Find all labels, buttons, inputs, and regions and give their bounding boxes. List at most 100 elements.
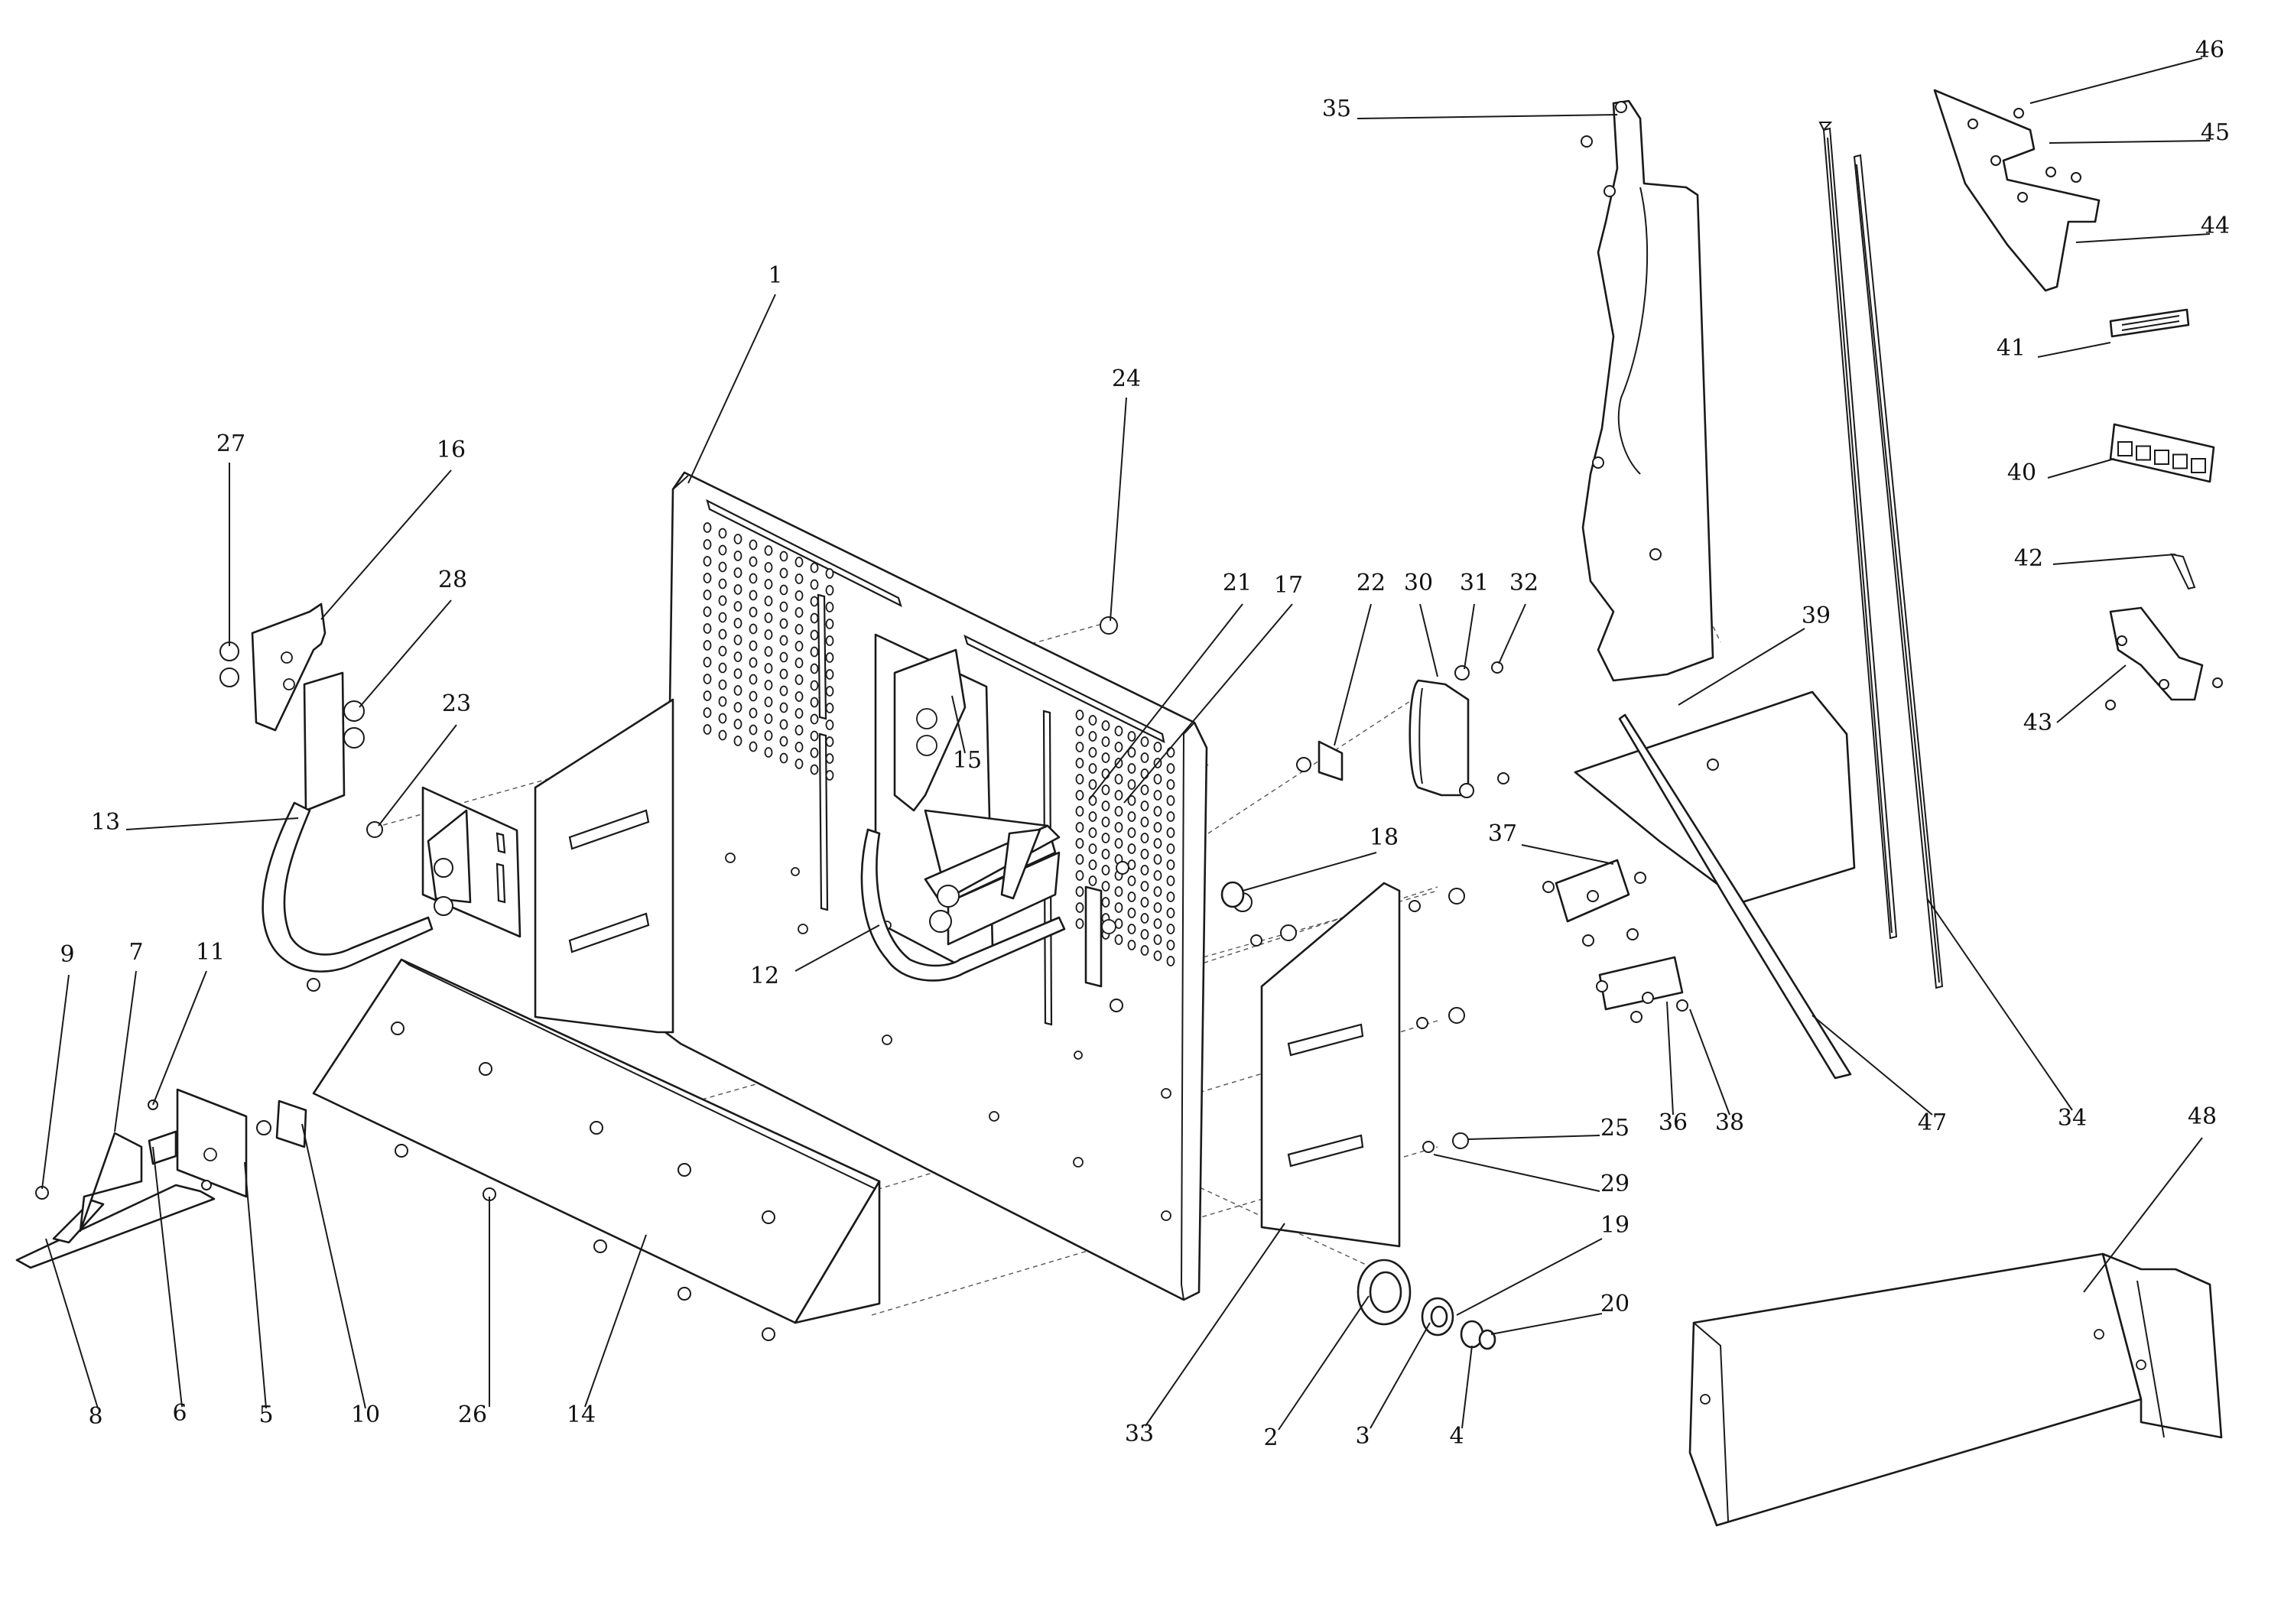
vent-hole bbox=[1127, 924, 1136, 934]
vent-hole bbox=[1140, 865, 1149, 875]
vent-hole bbox=[703, 590, 712, 600]
vent-hole bbox=[810, 663, 819, 674]
vent-hole bbox=[779, 651, 788, 663]
leader-line-20 bbox=[1490, 1313, 1603, 1335]
vent-hole bbox=[1127, 875, 1136, 886]
callout-22: 22 bbox=[1357, 570, 1386, 596]
vent-hole bbox=[1166, 811, 1175, 822]
leader-line-44 bbox=[2075, 233, 2211, 243]
callout-30: 30 bbox=[1404, 570, 1433, 596]
vent-hole bbox=[825, 585, 834, 596]
vent-hole bbox=[749, 674, 758, 685]
vent-hole bbox=[718, 645, 727, 657]
leader-line-8 bbox=[45, 1238, 99, 1409]
vent-hole bbox=[749, 724, 758, 736]
vent-hole bbox=[1088, 843, 1097, 854]
vent-hole bbox=[733, 736, 742, 746]
fasteners-18-25-29 bbox=[1110, 861, 1469, 1153]
callout-41: 41 bbox=[1997, 335, 2026, 362]
vent-hole bbox=[1140, 833, 1149, 843]
leader-line-16 bbox=[320, 469, 452, 620]
vent-hole bbox=[718, 729, 727, 741]
vent-hole bbox=[1166, 843, 1175, 854]
callout-32: 32 bbox=[1509, 570, 1539, 596]
vent-hole bbox=[1101, 881, 1110, 892]
vent-hole bbox=[779, 736, 788, 747]
vent-hole bbox=[703, 573, 712, 583]
vent-hole bbox=[718, 628, 727, 640]
callout-26: 26 bbox=[458, 1402, 487, 1428]
vent-hole bbox=[1088, 747, 1097, 758]
vent-hole bbox=[810, 764, 819, 775]
callout-45: 45 bbox=[2201, 119, 2230, 146]
vent-hole bbox=[703, 556, 712, 567]
callout-5: 5 bbox=[258, 1402, 273, 1428]
vent-hole bbox=[1127, 731, 1136, 742]
vent-hole bbox=[1075, 758, 1084, 768]
vent-hole bbox=[1140, 768, 1149, 779]
part-47-flap bbox=[1574, 690, 1856, 1080]
callout-37: 37 bbox=[1488, 820, 1517, 847]
vent-hole bbox=[1114, 886, 1123, 897]
part-13-left-handle bbox=[251, 603, 522, 973]
vent-hole bbox=[1075, 806, 1084, 817]
leader-line-12 bbox=[794, 924, 880, 972]
vent-hole bbox=[1075, 710, 1084, 720]
part-48-tray bbox=[1688, 1252, 2223, 1527]
callout-28: 28 bbox=[438, 567, 467, 593]
vent-hole bbox=[1101, 865, 1110, 875]
callout-9: 9 bbox=[60, 941, 74, 968]
vent-hole bbox=[810, 713, 819, 725]
vent-hole bbox=[1088, 715, 1097, 726]
vent-hole bbox=[718, 713, 727, 724]
vent-hole bbox=[794, 557, 804, 567]
vent-hole bbox=[1075, 742, 1084, 752]
callout-35: 35 bbox=[1322, 96, 1351, 122]
vent-hole bbox=[779, 668, 788, 680]
vent-hole bbox=[764, 713, 773, 724]
vent-hole bbox=[779, 584, 788, 596]
callout-13: 13 bbox=[91, 809, 120, 836]
leader-line-9 bbox=[41, 974, 70, 1190]
vent-hole bbox=[1114, 822, 1123, 833]
vent-holes-right bbox=[1075, 710, 1175, 966]
vent-hole bbox=[1127, 940, 1136, 950]
vent-hole bbox=[810, 629, 819, 641]
callout-2: 2 bbox=[1263, 1424, 1278, 1451]
callout-43: 43 bbox=[2023, 710, 2052, 736]
vent-hole bbox=[749, 556, 758, 567]
vent-hole bbox=[825, 719, 834, 730]
vent-hole bbox=[1166, 940, 1175, 950]
vent-hole bbox=[779, 752, 788, 764]
vent-hole bbox=[1153, 742, 1162, 752]
part-34-rods bbox=[1818, 122, 1944, 989]
vent-hole bbox=[1101, 897, 1110, 908]
callout-14: 14 bbox=[567, 1402, 596, 1428]
vent-hole bbox=[1088, 859, 1097, 870]
callout-12: 12 bbox=[750, 963, 779, 989]
vent-hole bbox=[749, 590, 758, 601]
vent-hole bbox=[1140, 929, 1149, 940]
vent-hole bbox=[1075, 886, 1084, 897]
leader-line-35 bbox=[1357, 114, 1618, 119]
vent-hole bbox=[1140, 784, 1149, 795]
leader-line-28 bbox=[359, 599, 452, 708]
vent-hole bbox=[764, 697, 773, 707]
vent-hole bbox=[1088, 827, 1097, 838]
callout-7: 7 bbox=[128, 939, 143, 966]
vent-hole bbox=[825, 703, 834, 713]
leader-line-6 bbox=[152, 1146, 183, 1408]
vent-hole bbox=[703, 657, 712, 667]
vent-hole bbox=[703, 690, 712, 701]
callout-19: 19 bbox=[1600, 1212, 1630, 1239]
vent-hole bbox=[825, 568, 834, 579]
callout-23: 23 bbox=[442, 690, 471, 717]
callout-10: 10 bbox=[351, 1402, 380, 1428]
vent-hole bbox=[749, 606, 758, 618]
vent-hole bbox=[703, 707, 712, 718]
vent-hole bbox=[1166, 747, 1175, 758]
vent-hole bbox=[1114, 838, 1123, 849]
decal-pictogram bbox=[2117, 441, 2133, 456]
vent-hole bbox=[1088, 811, 1097, 822]
